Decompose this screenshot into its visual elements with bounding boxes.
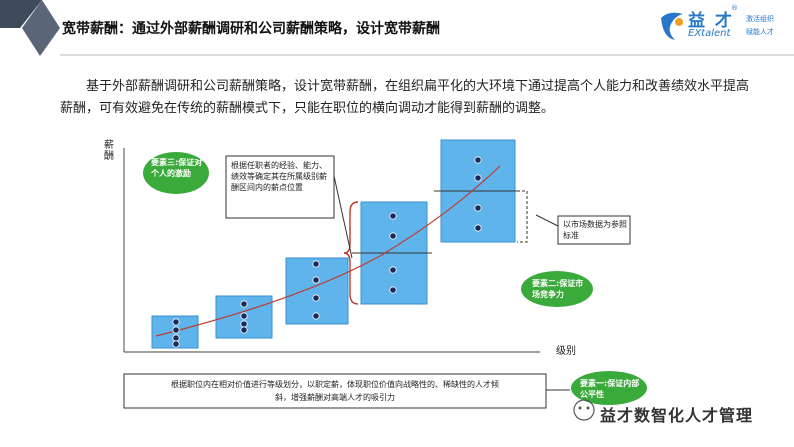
logo-english: EXtalent [688,28,731,39]
wechat-icon-dot [578,406,582,410]
bottom-text: 根据职位内在相对价值进行等级划分，以职定薪，体现职位价值向战略性的、稀缺性的人才… [171,380,499,402]
intro-paragraph: 基于外部薪酬调研和公司薪酬策略，设计宽带薪酬，在组织扁平化的大环境下通过提高个人… [60,79,750,116]
salary-point [312,276,320,284]
salary-point [389,212,397,220]
salary-point [312,260,320,268]
x-axis-label: 级别 [556,346,576,357]
page-title: 宽带薪酬：通过外部薪酬调研和公司薪酬策略，设计宽带薪酬 [62,21,440,37]
note-text: 根据任职者的经验、能力、绩效等确定其在所属级别薪酬区间内的薪点位置 [231,161,327,192]
wechat-icon-dot [586,406,590,410]
market-connector [535,214,559,227]
corner-decoration [0,0,60,56]
logo-registered-mark: ® [731,4,738,12]
y-axis-label: 薪酬 [104,140,114,162]
note-connector [333,175,353,259]
note-box [225,155,335,219]
salary-point [240,320,248,328]
salary-point [474,174,482,182]
salary-point [172,334,180,342]
market-bracket [517,190,528,243]
salary-point [474,156,482,164]
salary-point [240,312,248,320]
bottom-box [123,373,547,409]
salary-point [240,326,248,334]
company-logo [661,12,683,40]
salary-point [389,266,397,274]
logo-slogan-1: 激活组织 [746,15,774,23]
salary-point [172,340,180,348]
factor1-bubble [571,371,647,405]
factor2-label: 要素二:保证市场竞争力 [532,279,584,299]
salary-curve [155,165,501,337]
factor1-label: 要素一:保证内部公平性 [580,379,640,399]
salary-point [474,224,482,232]
wechat-icon [573,399,595,421]
market-box [557,215,631,245]
factor2-bubble [521,271,593,307]
salary-point [389,286,397,294]
salary-point [172,326,180,334]
salary-point [312,294,320,302]
logo-name: 益 才 [688,11,734,31]
header-bar [0,0,794,56]
factor3-label: 要素三:保证对个人的激励 [151,158,203,178]
salary-point [172,318,180,326]
salary-point [312,312,320,320]
factor3-bubble [143,152,209,194]
header-divider [60,54,794,56]
logo-slogan-2: 赋能人才 [746,28,774,36]
salary-point [474,204,482,212]
band-range-bracket [343,201,359,305]
watermark-text: 益才数智化人才管理 [600,406,754,425]
salary-point [389,232,397,240]
market-text: 以市场数据为参照标准 [563,220,627,240]
salary-point [240,300,248,308]
